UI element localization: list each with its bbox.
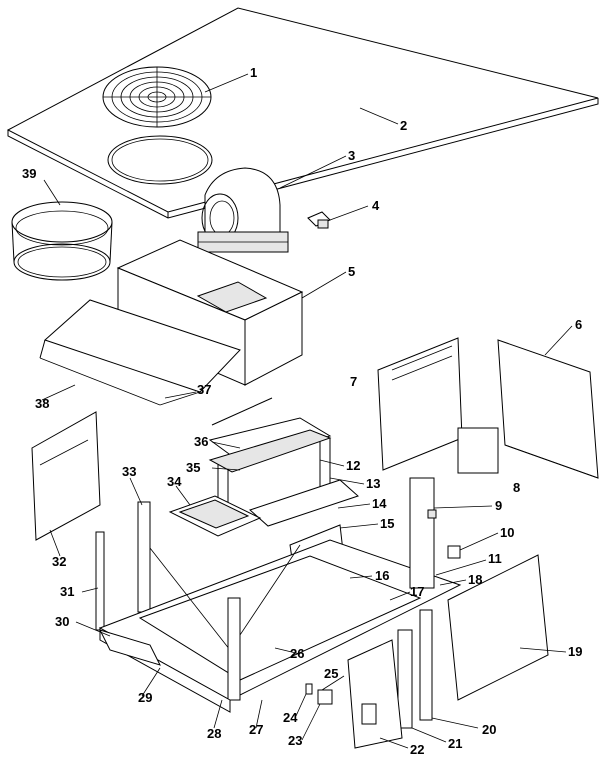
callout-29: 29 bbox=[138, 690, 152, 705]
callout-18: 18 bbox=[468, 572, 482, 587]
top-panel-part bbox=[6, 7, 599, 219]
callout-12: 12 bbox=[346, 458, 360, 473]
front-panel-part bbox=[347, 639, 403, 749]
callout-26: 26 bbox=[290, 646, 304, 661]
leader-lines bbox=[41, 73, 573, 749]
callout-25: 25 bbox=[324, 666, 338, 681]
front-rail-part bbox=[99, 629, 161, 666]
divider-post-2 bbox=[397, 629, 413, 729]
blower-housing-part bbox=[116, 239, 304, 386]
callout-31: 31 bbox=[60, 584, 74, 599]
access-panel-part bbox=[447, 554, 549, 701]
callout-33: 33 bbox=[122, 464, 136, 479]
callout-37: 37 bbox=[197, 382, 211, 397]
callout-10: 10 bbox=[500, 525, 514, 540]
callout-34: 34 bbox=[167, 474, 182, 489]
callout-9: 9 bbox=[495, 498, 502, 513]
blower-part bbox=[197, 167, 289, 253]
callout-15: 15 bbox=[380, 516, 394, 531]
callout-35: 35 bbox=[186, 460, 200, 475]
switch-part bbox=[317, 689, 333, 705]
callout-11: 11 bbox=[488, 551, 502, 566]
callout-14: 14 bbox=[372, 496, 387, 511]
callout-6: 6 bbox=[575, 317, 582, 332]
callout-5: 5 bbox=[348, 264, 355, 279]
callout-16: 16 bbox=[375, 568, 389, 583]
callout-28: 28 bbox=[207, 726, 221, 741]
callout-27: 27 bbox=[249, 722, 263, 737]
callout-17: 17 bbox=[410, 584, 424, 599]
fan-guard-part bbox=[102, 66, 212, 128]
left-rear-post bbox=[137, 501, 151, 613]
callout-36: 36 bbox=[194, 434, 208, 449]
center-frame-part bbox=[208, 417, 359, 527]
callout-labels: 1 2 3 4 5 6 7 8 9 10 11 12 13 14 15 16 1… bbox=[22, 65, 582, 757]
callout-1: 1 bbox=[250, 65, 257, 80]
callout-30: 30 bbox=[55, 614, 69, 629]
callout-22: 22 bbox=[410, 742, 424, 757]
callout-39: 39 bbox=[22, 166, 36, 181]
callout-21: 21 bbox=[448, 736, 462, 751]
right-post bbox=[409, 477, 435, 589]
callout-4: 4 bbox=[372, 198, 380, 213]
callout-32: 32 bbox=[52, 554, 66, 569]
callout-7: 7 bbox=[350, 374, 357, 389]
callout-38: 38 bbox=[35, 396, 49, 411]
control-panel-part bbox=[377, 337, 499, 474]
upper-rail-part bbox=[39, 299, 241, 406]
callout-19: 19 bbox=[568, 644, 582, 659]
callout-13: 13 bbox=[366, 476, 380, 491]
clip-part bbox=[305, 683, 313, 695]
callout-2: 2 bbox=[400, 118, 407, 133]
side-panel-left bbox=[31, 411, 101, 541]
callout-8: 8 bbox=[513, 480, 520, 495]
latch-part bbox=[447, 545, 461, 559]
bracket-part bbox=[307, 211, 331, 229]
divider-post-1 bbox=[419, 609, 433, 721]
rod-part bbox=[211, 397, 273, 426]
orifice-ring bbox=[107, 135, 213, 185]
callout-23: 23 bbox=[288, 733, 302, 748]
side-panel-right bbox=[497, 339, 599, 479]
callout-24: 24 bbox=[283, 710, 298, 725]
callout-3: 3 bbox=[348, 148, 355, 163]
venturi-ring-part bbox=[11, 201, 113, 281]
callout-20: 20 bbox=[482, 722, 496, 737]
left-post bbox=[95, 531, 105, 631]
